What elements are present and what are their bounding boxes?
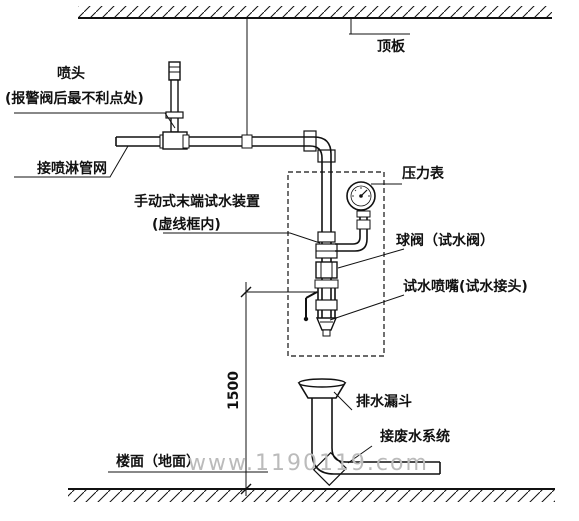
ball-valve-icon xyxy=(303,261,339,322)
pressure-gauge-label: 压力表 xyxy=(402,165,445,182)
drain-funnel-icon xyxy=(297,378,347,399)
sprinkler-network-pipe xyxy=(115,130,336,170)
waste-system-label: 接废水系统 xyxy=(380,428,450,445)
ball-valve-label: 球阀（试水阀） xyxy=(396,232,494,249)
floor-slab xyxy=(68,488,555,502)
ceiling-slab xyxy=(78,6,552,19)
test-nozzle-icon xyxy=(315,317,338,337)
ceiling-label: 顶板 xyxy=(377,38,406,55)
test-device-label: 手动式末端试水装置 xyxy=(134,193,260,210)
drain-funnel-label: 排水漏斗 xyxy=(356,393,412,410)
riser-pipe xyxy=(315,170,338,318)
sprinkler-head-label: 喷头 xyxy=(57,65,85,82)
watermark-text: www.1190119.com xyxy=(188,451,429,476)
leader-lines xyxy=(14,19,410,473)
test-nozzle-label: 试水喷嘴(试水接头) xyxy=(403,278,528,295)
floor-label: 楼面（地面） xyxy=(116,453,200,470)
height-dimension-line xyxy=(240,282,318,496)
height-dimension-value: 1500 xyxy=(226,371,242,410)
drain-pipe xyxy=(311,398,441,487)
test-device-boundary xyxy=(287,171,385,357)
test-device-note-label: (虚线框内) xyxy=(152,216,221,233)
sprinkler-network-label: 接喷淋管网 xyxy=(37,160,107,177)
sprinkler-note-label: (报警阀后最不利点处) xyxy=(5,90,144,107)
sprinkler-head-icon xyxy=(165,61,184,133)
pressure-gauge-icon xyxy=(335,181,376,252)
